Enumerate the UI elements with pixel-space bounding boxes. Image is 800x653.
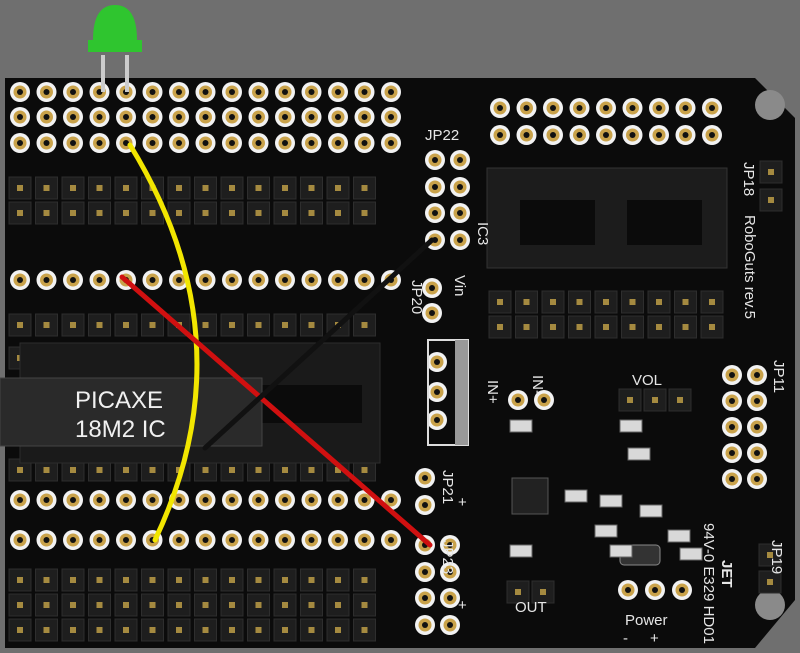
ic3-label: IC3	[474, 222, 491, 245]
vol-label: VOL	[632, 372, 662, 389]
smd-component	[639, 504, 663, 518]
jp21-plus: +	[458, 494, 467, 511]
jp19-label: JP19	[768, 540, 785, 574]
red-wire[interactable]	[119, 274, 433, 548]
power-label: Power	[625, 612, 668, 629]
black-wire[interactable]	[202, 237, 435, 451]
ic3-window	[627, 200, 702, 245]
smd-component	[619, 419, 643, 433]
jp21-label: JP21	[439, 470, 456, 504]
smd-component	[509, 419, 533, 433]
smd-component	[627, 447, 651, 461]
board-name: RoboGuts rev.5	[741, 215, 758, 319]
jp20-label: JP20	[408, 280, 425, 314]
ic3-window	[520, 200, 595, 245]
jp23-plus: +	[458, 597, 467, 614]
ic-socket-window	[262, 385, 362, 423]
ic-label-line2: 18M2 IC	[75, 416, 166, 443]
out-label: OUT	[515, 599, 547, 616]
mounting-hole	[755, 590, 785, 620]
smd-component	[594, 524, 618, 538]
jp22-label: JP22	[425, 127, 459, 144]
green-led	[88, 5, 142, 52]
cert-text: 94V-0 E329 HD01	[700, 523, 717, 644]
jp11-label: JP11	[770, 360, 787, 393]
power-plus: +	[650, 630, 659, 647]
mounting-hole	[755, 90, 785, 120]
jp18-label: JP18	[740, 162, 757, 196]
smd-component	[509, 544, 533, 558]
smd-component	[599, 494, 623, 508]
in-plus-label: IN+	[484, 380, 501, 404]
power-minus: -	[623, 630, 628, 647]
amplifier-chip	[511, 477, 549, 515]
vin-label: Vin	[451, 275, 468, 296]
in-minus-label: IN-	[529, 375, 546, 395]
smd-component	[679, 547, 703, 561]
jp23-label: JP23	[439, 540, 456, 574]
smd-component	[609, 544, 633, 558]
smd-component	[564, 489, 588, 503]
smd-component	[667, 529, 691, 543]
regulator-tab	[455, 340, 468, 445]
ic-label-line1: PICAXE	[75, 387, 163, 414]
maker-text: JET	[718, 560, 735, 588]
